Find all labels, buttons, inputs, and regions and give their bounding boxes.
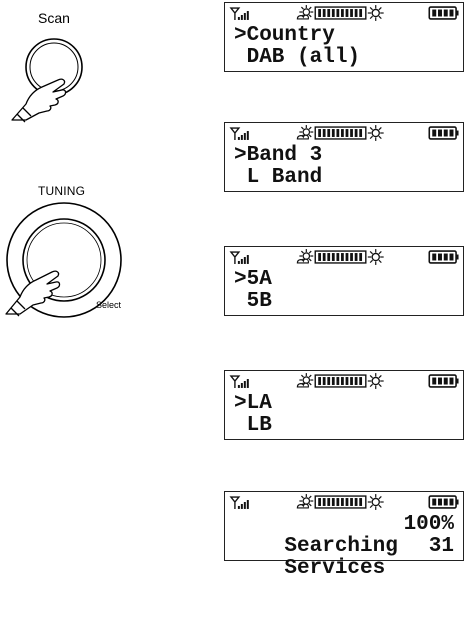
lcd-display: >Band 3 L Band <box>224 122 464 192</box>
sun-icon <box>368 494 384 510</box>
lcd-display: >5A 5B <box>224 246 464 316</box>
sun-cloud-icon <box>297 494 313 508</box>
menu-line-1: >5A <box>234 269 272 291</box>
battery-icon <box>429 7 458 19</box>
menu-line-2: 5B <box>234 291 272 313</box>
status-bar <box>225 371 463 393</box>
status-bar <box>225 492 463 514</box>
menu-line-1: >Band 3 <box>234 145 322 167</box>
menu-line-2: DAB (all) <box>234 47 360 69</box>
menu-line-1: >LA <box>234 393 272 415</box>
signal-strength-icon <box>231 497 249 509</box>
signal-strength-icon <box>231 252 249 264</box>
sun-cloud-icon <box>297 249 313 263</box>
menu-line-1: >Country <box>234 25 335 47</box>
battery-icon <box>429 375 458 387</box>
services-text: Services <box>284 557 385 580</box>
level-bar-icon <box>315 127 366 139</box>
menu-line-2: L Band <box>234 167 322 189</box>
battery-icon <box>429 127 458 139</box>
sun-icon <box>368 5 384 21</box>
level-bar-icon <box>315 251 366 263</box>
level-bar-icon <box>315 375 366 387</box>
scan-button[interactable] <box>4 34 94 124</box>
signal-strength-icon <box>231 128 249 140</box>
signal-strength-icon <box>231 8 249 20</box>
scan-label: Scan <box>38 10 70 26</box>
status-bar <box>225 123 463 145</box>
sun-icon <box>368 373 384 389</box>
select-label: Select <box>96 300 121 310</box>
status-bar <box>225 3 463 25</box>
signal-strength-icon <box>231 376 249 388</box>
tuning-label: TUNING <box>38 184 85 198</box>
scan-progress-value: 100% <box>404 514 454 536</box>
sun-icon <box>368 249 384 265</box>
level-bar-icon <box>315 7 366 19</box>
battery-icon <box>429 496 458 508</box>
battery-icon <box>429 251 458 263</box>
status-bar <box>225 247 463 269</box>
sun-icon <box>368 125 384 141</box>
sun-cloud-icon <box>297 5 313 19</box>
lcd-display: Searching 100% Services 31 <box>224 491 464 561</box>
lcd-display: >LA LB <box>224 370 464 440</box>
menu-line-2: LB <box>234 415 272 437</box>
services-count-value: 31 <box>429 536 454 558</box>
level-bar-icon <box>315 496 366 508</box>
sun-cloud-icon <box>297 373 313 387</box>
lcd-display: >Country DAB (all) <box>224 2 464 72</box>
sun-cloud-icon <box>297 125 313 139</box>
menu-line-2: Services 31 <box>234 536 454 624</box>
